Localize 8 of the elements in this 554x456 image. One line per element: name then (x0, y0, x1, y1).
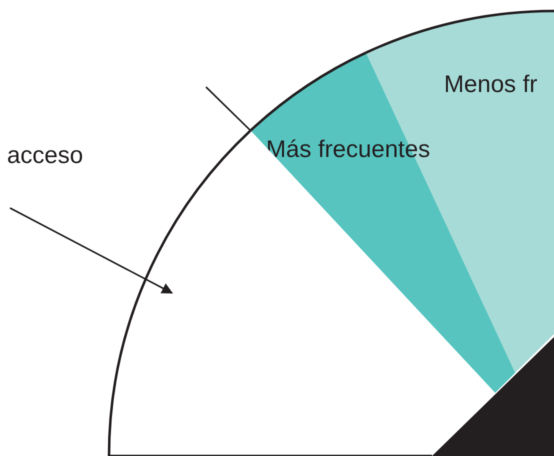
sector-label: Más frecuentes (266, 138, 430, 162)
pie-sector (250, 52, 516, 393)
triangle-wedge (432, 337, 554, 456)
sector-label: Menos fr (444, 73, 538, 97)
leader-line (205, 86, 252, 132)
pie-sector (108, 130, 496, 456)
label-text: acceso (7, 144, 84, 168)
arrow (10, 207, 173, 294)
